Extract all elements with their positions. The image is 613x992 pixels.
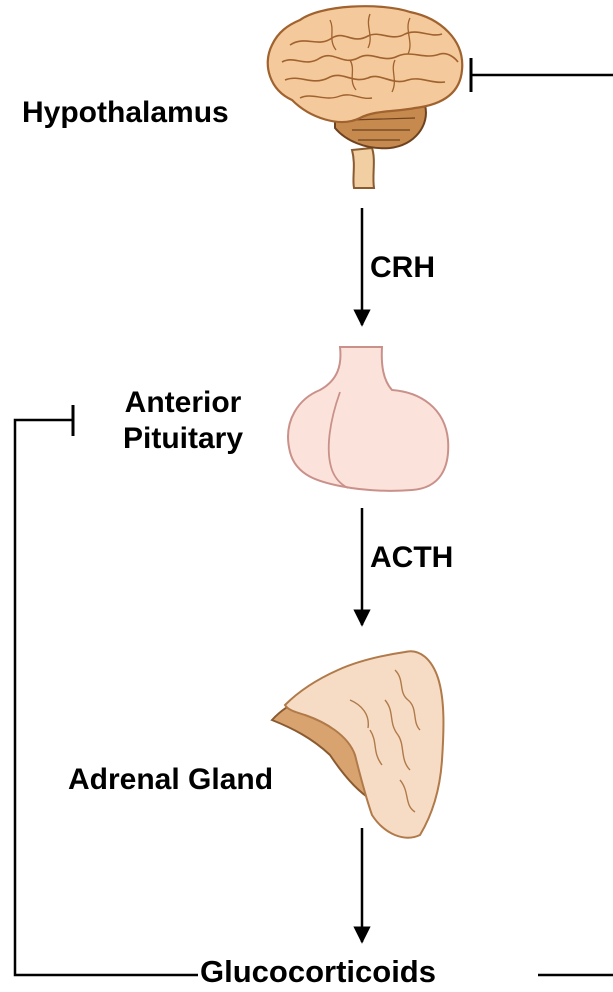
label-glucocorticoids: Glucocorticoids bbox=[200, 956, 436, 987]
label-anterior-pituitary: Anterior Pituitary bbox=[108, 385, 258, 457]
pituitary-gland-icon bbox=[288, 347, 448, 491]
label-acth: ACTH bbox=[370, 543, 453, 573]
label-crh: CRH bbox=[370, 253, 435, 283]
feedback-line-pituitary bbox=[15, 420, 198, 975]
label-adrenal-gland: Adrenal Gland bbox=[68, 765, 273, 795]
adrenal-gland-icon bbox=[272, 651, 443, 837]
label-hypothalamus: Hypothalamus bbox=[22, 98, 229, 128]
brain-icon bbox=[268, 6, 463, 188]
feedback-line-hypothalamus bbox=[472, 75, 613, 975]
